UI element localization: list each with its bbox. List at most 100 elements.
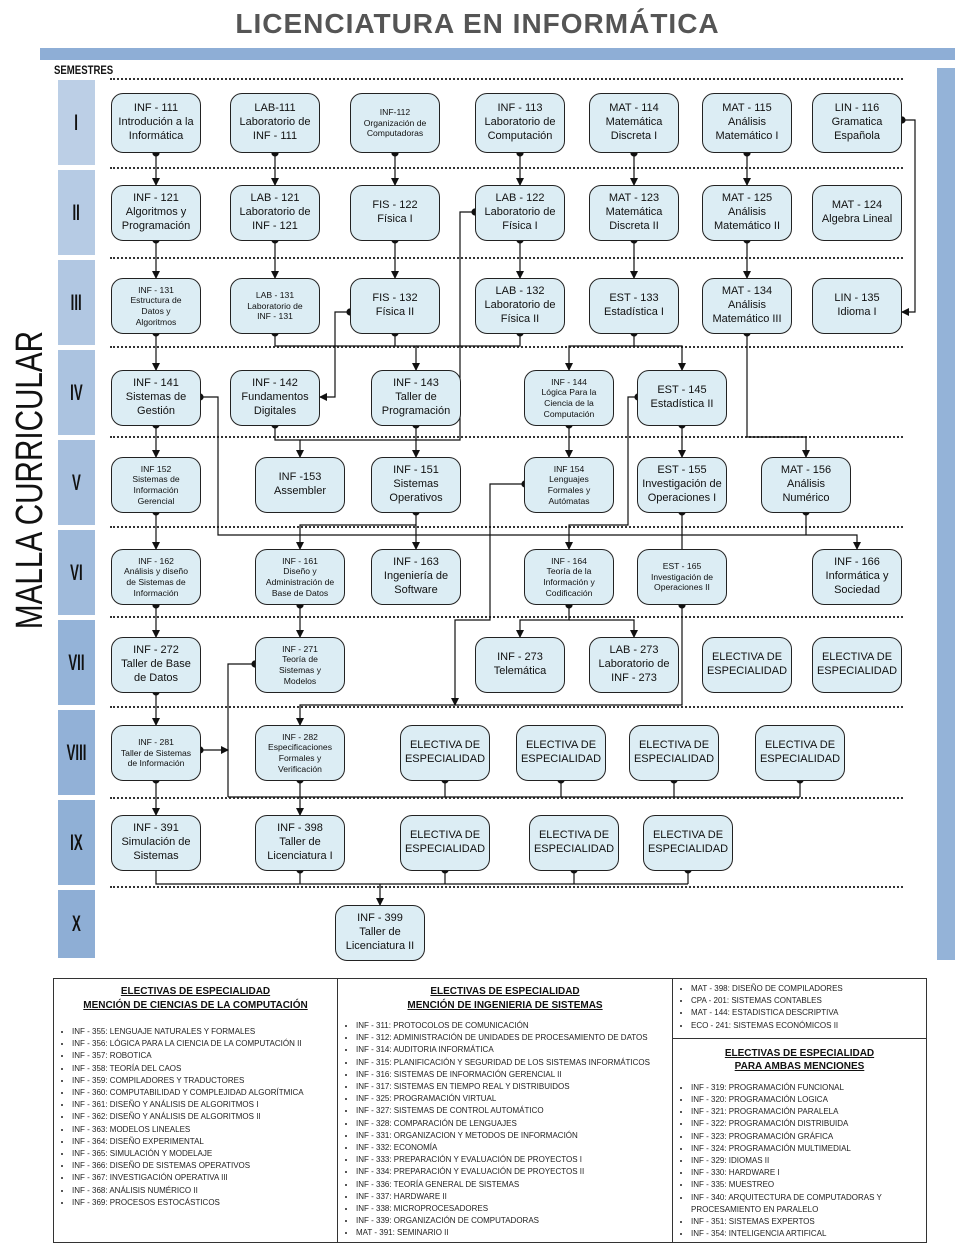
course-code: MAT - 123 [608,192,660,205]
semester-8: VIII [58,710,95,795]
heading-line: ELECTIVAS DE ESPECIALIDAD [120,986,271,997]
course-name: Datos y [141,306,171,316]
course-name: INF - 111 [252,129,298,142]
elective-item: INF - 315: PLANIFICACIÓN Y SEGURIDAD DE … [356,1057,672,1069]
elective-item: INF - 363: MODELOS LINEALES [72,1124,337,1136]
course-name: Matemática [605,206,663,219]
course-name: Física II [375,306,415,318]
course-name: INF - 131 [257,311,293,322]
row-separator [110,167,903,169]
elective-item: INF - 359: COMPILADORES Y TRADUCTORES [72,1075,337,1087]
course-name: Laboratorio de [247,300,303,311]
course-name: Sistemas [133,849,179,862]
page-title: LICENCIATURA EN INFORMÁTICA [235,8,720,39]
semesters-label: SEMESTRES [54,63,114,77]
course-code: LAB - 132 [495,285,545,298]
semester-10: X [58,890,95,958]
course-name: Laboratorio de [484,116,556,129]
course-code: ELECTIVA DE [409,829,481,842]
course-code: ELECTIVA DE [525,739,597,752]
course-name: Informática y [825,570,889,583]
prerequisite-connector [565,393,642,550]
course-code: INF - 272 [133,644,179,657]
elective-list-continued: MAT - 398: DISEÑO DE COMPILADORESCPA - 2… [673,983,926,1039]
elective-item: INF - 357: ROBOTICA [72,1050,337,1062]
elective-item: INF - 339: ORGANIZACIÓN DE COMPUTADORAS [356,1215,672,1227]
course-name: Algebra Lineal [821,213,893,225]
heading-line: PARA AMBAS MENCIONES [734,1061,865,1073]
elective-item: INF - 331: ORGANIZACION Y METODOS DE INF… [356,1130,672,1142]
course-code: ELECTIVA DE [652,829,724,842]
course-code: INF - 142 [252,377,298,390]
elective-item: INF - 330: HARDWARE I [691,1167,926,1179]
prerequisite-connector [516,601,573,638]
elective-item: INF - 320: PROGRAMACIÓN LOGICA [691,1094,926,1106]
course-code: LAB - 122 [495,192,545,205]
course-code: FIS - 132 [372,292,418,305]
course-code: EST - 133 [609,292,659,305]
semester-2: II [58,170,95,255]
course-name: Investigación de [642,478,722,491]
course-name: Estadística II [650,398,714,410]
course-name: Matemático II [713,219,781,232]
course-code: INF - 164 [551,555,587,566]
